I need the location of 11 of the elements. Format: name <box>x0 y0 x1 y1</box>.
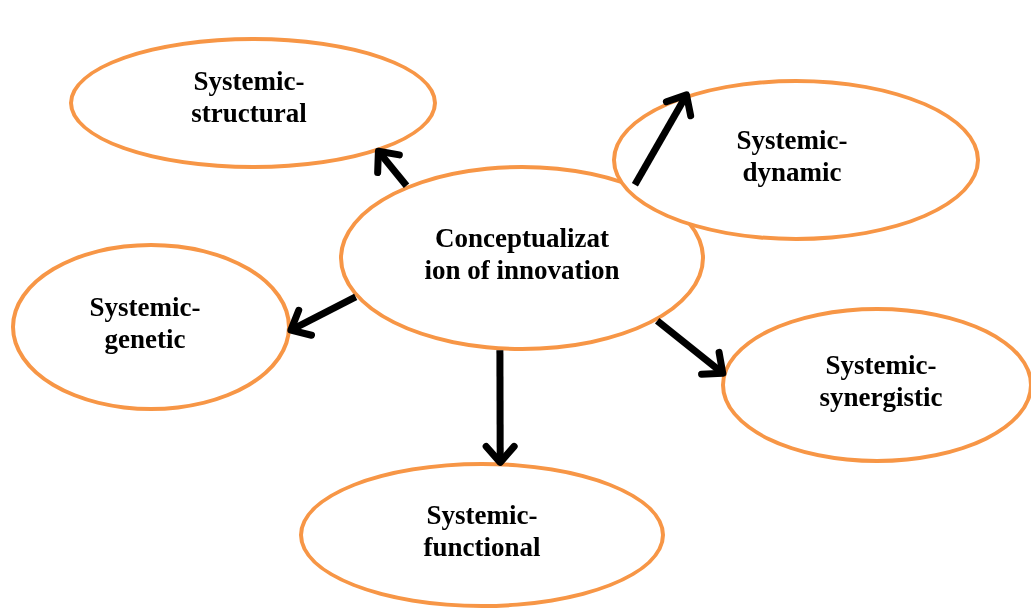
arrow <box>631 91 695 187</box>
node-label: Systemic- functional <box>422 498 542 564</box>
node-label: Systemic- genetic <box>88 290 202 356</box>
arrow <box>482 350 518 466</box>
node-label: Systemic- dynamic <box>735 123 849 189</box>
arrow <box>287 293 358 339</box>
arrow <box>655 317 727 378</box>
node-label: Conceptualizat ion of innovation <box>423 221 621 287</box>
arrow <box>374 147 410 188</box>
node-label: Systemic- structural <box>190 64 308 130</box>
node-label: Systemic- synergistic <box>818 348 944 414</box>
